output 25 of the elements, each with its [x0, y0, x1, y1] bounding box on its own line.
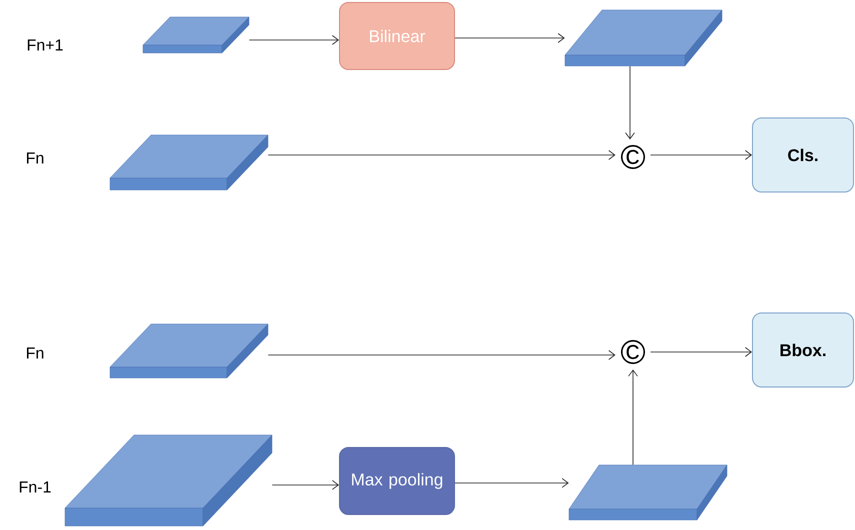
arrow	[650, 150, 752, 160]
arrow	[454, 33, 565, 43]
arrow	[268, 150, 616, 160]
arrow	[650, 347, 752, 357]
feature-map-slab	[110, 324, 268, 378]
layer-label: Fn+1	[28, 40, 63, 50]
arrow	[628, 370, 638, 466]
feature-map-slab	[64, 434, 272, 526]
arrow	[272, 480, 339, 490]
arrow	[625, 66, 635, 140]
layer-label: Fn	[27, 152, 44, 164]
concat-symbol: ©	[621, 340, 645, 364]
arrow	[248, 35, 339, 45]
feature-map-slab	[568, 464, 728, 520]
process-box: Max pooling	[339, 447, 455, 515]
process-box: Bbox.	[752, 312, 854, 388]
process-box: Bilinear	[339, 2, 455, 70]
concat-symbol: ©	[621, 145, 645, 169]
arrow	[454, 478, 569, 488]
arrow	[268, 350, 616, 360]
process-box: Cls.	[752, 118, 854, 192]
feature-map-slab	[110, 134, 268, 190]
feature-map-slab	[564, 10, 722, 66]
layer-label: Fn	[27, 348, 44, 358]
feature-map-slab	[142, 16, 250, 54]
